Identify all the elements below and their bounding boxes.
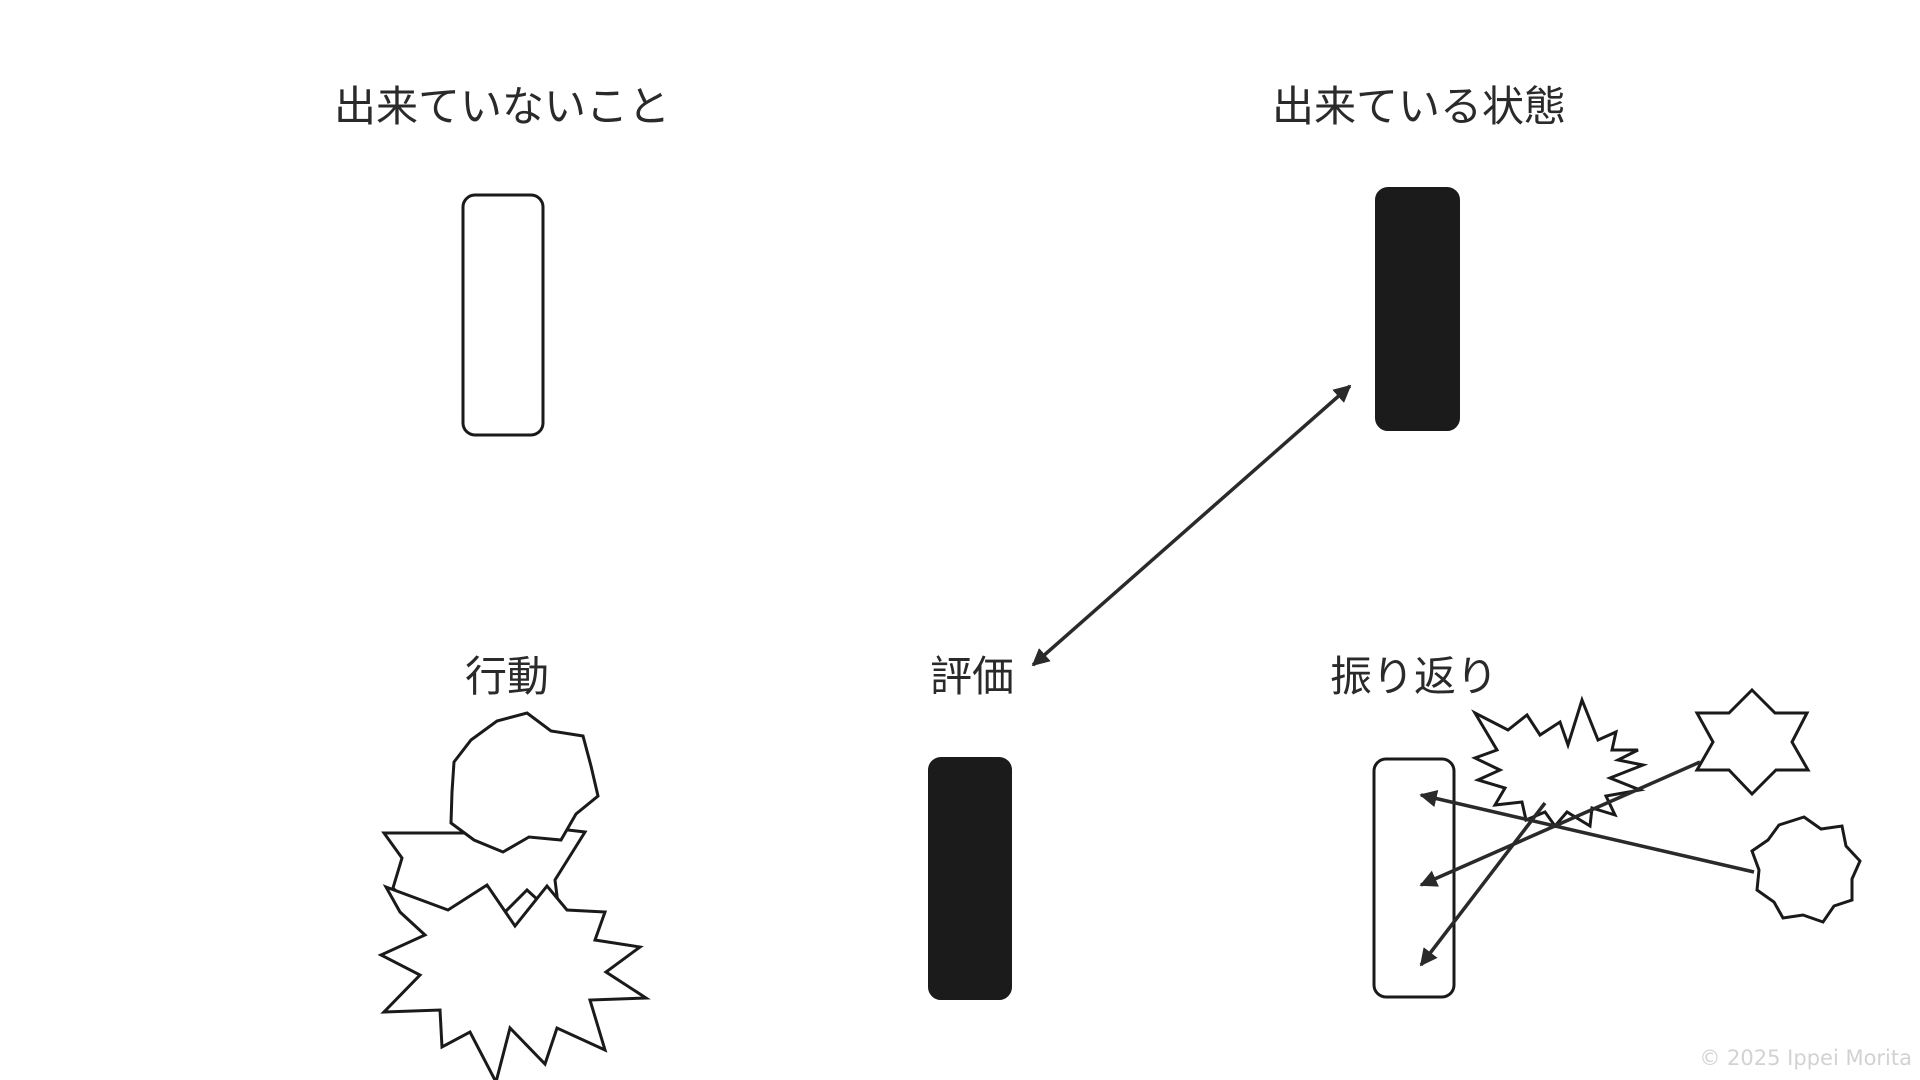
copyright-notice: © 2025 Ippei Morita — [1699, 1046, 1912, 1070]
done-state-bar — [1375, 187, 1460, 431]
reflection-arrow-from-octagon — [1419, 790, 1755, 874]
reflection-explosion-shape — [1471, 695, 1649, 829]
label-done-state: 出来ている状態 — [1271, 82, 1567, 131]
not-done-bar — [461, 193, 545, 437]
action-explosion-shape — [377, 882, 651, 1080]
reflection-hexagram-shape — [1694, 687, 1811, 797]
reflection-arrow-from-explosion — [1419, 801, 1547, 967]
label-reflection: 振り返り — [1329, 652, 1499, 701]
reflection-arrow-from-hexagram — [1419, 760, 1701, 887]
reflection-octagon-star-shape — [1750, 815, 1862, 924]
reflection-bar — [1372, 757, 1456, 999]
label-action: 行動 — [464, 652, 550, 701]
label-evaluation: 評価 — [929, 652, 1015, 701]
evaluation-bar — [928, 757, 1012, 1000]
evaluation-doneness-arrow — [1031, 384, 1352, 667]
label-not-done: 出来ていないこと — [333, 82, 671, 131]
action-decagon-shape — [449, 711, 600, 854]
